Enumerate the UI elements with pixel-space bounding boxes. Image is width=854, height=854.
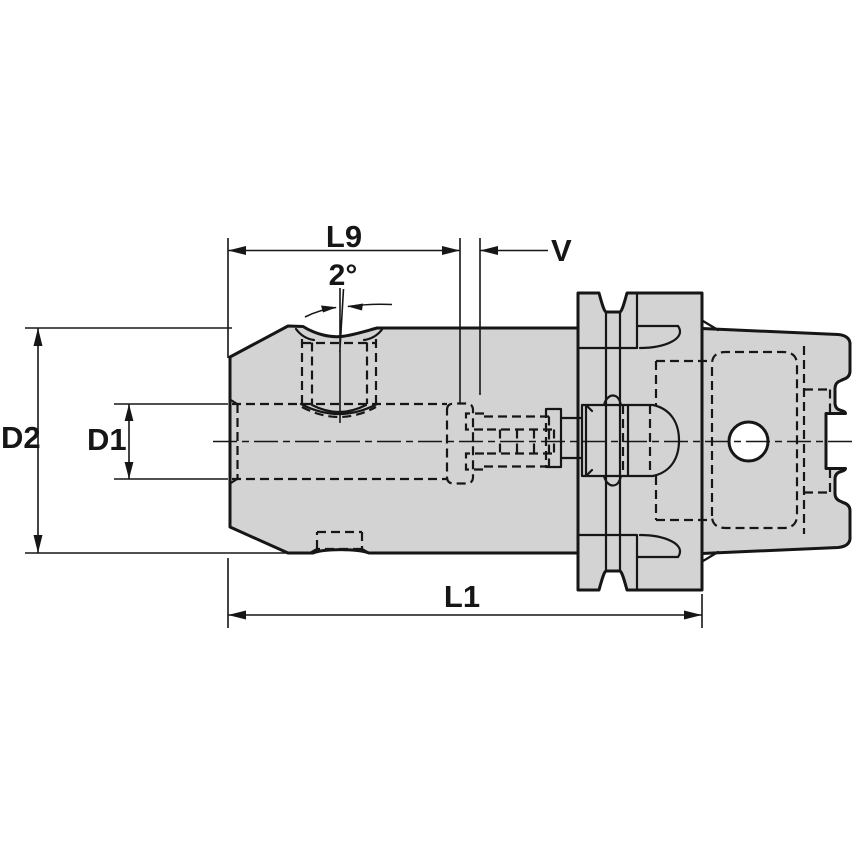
label-l9: L9 [326, 219, 362, 254]
d2-arrow-top [33, 328, 43, 346]
shank-junction-chamfer-lines [701, 319, 720, 563]
neck-tube-lines [544, 407, 584, 469]
set-screw-thread-bottom-arcs [294, 327, 384, 416]
label-l1: L1 [444, 579, 480, 614]
clamp-hidden-lines [621, 359, 712, 522]
dimension-l9-lines [227, 238, 461, 403]
label-d1: D1 [87, 422, 127, 457]
d2-arrow-bottom [33, 535, 43, 553]
dimension-arrows [33, 246, 702, 620]
bore-hidden-lines [232, 402, 447, 481]
d1-arrow-bottom [124, 462, 134, 479]
flange-leaf-bottom-lines [578, 533, 681, 592]
label-v: V [551, 233, 572, 268]
l9-arrow-left [228, 246, 246, 255]
label-d2: D2 [1, 420, 41, 455]
clamp-cartridge-lines [580, 394, 681, 487]
angle-arrow-left [321, 305, 337, 313]
angle-arrow-right [347, 303, 363, 311]
drawing-lines: L9 2° V D2 D1 L1 [1, 219, 854, 628]
d1-arrow-top [124, 404, 134, 421]
dimension-l1-lines [227, 558, 703, 628]
dimension-d2-lines [25, 327, 288, 554]
l1-arrow-right [684, 610, 702, 620]
l9-arrow-right [442, 246, 460, 255]
screw-axis-line [339, 288, 345, 423]
v-arrow [480, 246, 498, 255]
flange-leaf-top-lines [578, 291, 681, 350]
label-angle: 2° [329, 259, 358, 292]
dimension-labels: L9 2° V D2 D1 L1 [1, 219, 572, 614]
set-screw-hidden-lines [300, 339, 378, 418]
holder-body [228, 324, 580, 555]
l1-arrow-left [228, 610, 246, 620]
bottom-hole-hidden-lines [309, 530, 370, 554]
thread-pocket-hidden-lines [445, 402, 556, 485]
